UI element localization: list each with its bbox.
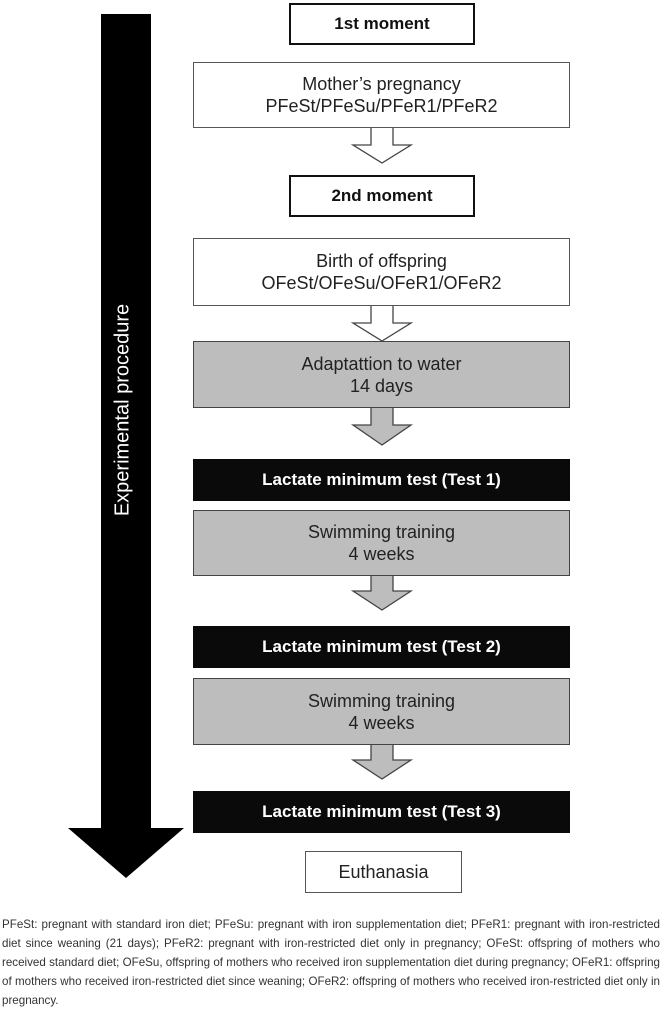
step-lactate-test-1: Lactate minimum test (Test 1): [193, 459, 570, 501]
step-title: Lactate minimum test (Test 2): [262, 637, 501, 656]
procedure-arrow: [68, 14, 184, 878]
step-title: Birth of offspring: [316, 251, 447, 271]
footnote: PFeSt: pregnant with standard iron diet;…: [2, 918, 660, 1007]
step-detail: 4 weeks: [348, 544, 415, 564]
step-birth-of-offspring: Birth of offspring OFeSt/OFeSu/OFeR1/OFe…: [193, 238, 570, 306]
step-mothers-pregnancy: Mother’s pregnancy PFeSt/PFeSu/PFeR1/PFe…: [193, 62, 570, 128]
moment-2-label: 2nd moment: [331, 186, 433, 205]
step-title: Adaptattion to water: [301, 353, 462, 374]
down-arrow-white: [350, 126, 414, 164]
moment-1-label: 1st moment: [334, 14, 430, 33]
down-arrow-gray: [350, 743, 414, 780]
step-title: Swimming training: [307, 522, 456, 542]
step-title: Swimming training: [307, 690, 456, 711]
moment-2-box: 2nd moment: [289, 175, 475, 217]
step-detail: 14 days: [349, 375, 414, 396]
step-swimming-training-2: Swimming training 4 weeks: [193, 678, 570, 745]
step-title: Lactate minimum test (Test 3): [262, 802, 501, 821]
step-swimming-training-1: Swimming training 4 weeks: [193, 510, 570, 576]
down-arrow-white: [350, 304, 414, 342]
down-arrow-gray: [350, 406, 414, 446]
procedure-label: Experimental procedure: [111, 303, 134, 517]
step-lactate-test-3: Lactate minimum test (Test 3): [193, 791, 570, 833]
down-arrow-gray: [350, 574, 414, 611]
step-euthanasia: Euthanasia: [305, 851, 462, 893]
step-adaptation-to-water: Adaptattion to water 14 days: [193, 341, 570, 408]
moment-1-box: 1st moment: [289, 3, 475, 45]
step-detail: 4 weeks: [348, 712, 415, 733]
step-title: Lactate minimum test (Test 1): [262, 470, 501, 489]
step-lactate-test-2: Lactate minimum test (Test 2): [193, 626, 570, 668]
step-title: Euthanasia: [338, 862, 429, 882]
step-title: Mother’s pregnancy: [302, 74, 461, 94]
step-detail: OFeSt/OFeSu/OFeR1/OFeR2: [261, 273, 502, 293]
step-detail: PFeSt/PFeSu/PFeR1/PFeR2: [265, 96, 498, 116]
